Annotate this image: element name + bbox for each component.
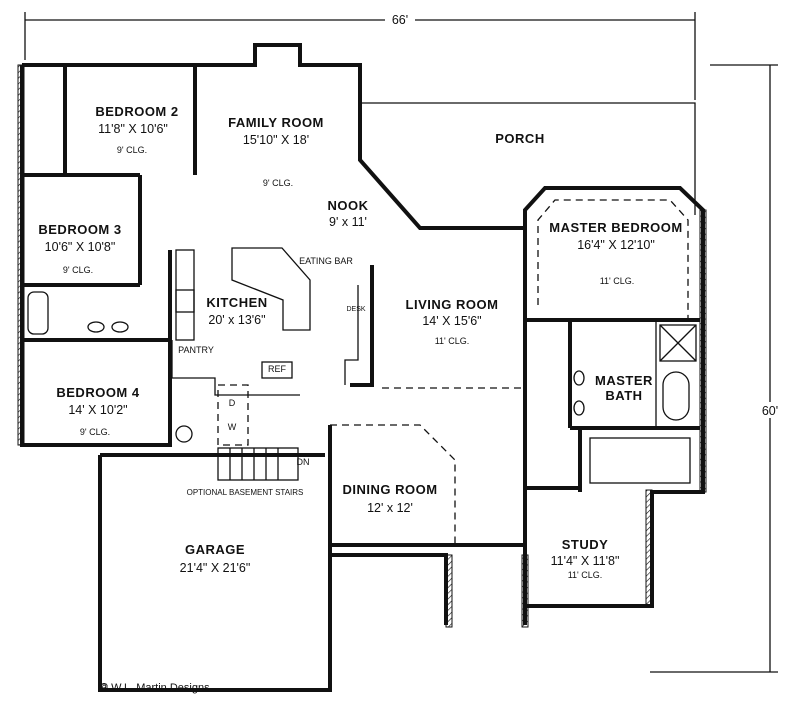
room-garage: GARAGE 21'4" X 21'6" <box>180 542 251 575</box>
room-name: NOOK <box>328 198 369 213</box>
room-size: 11'4" X 11'8" <box>551 554 620 568</box>
room-master-bath: MASTER BATH <box>595 373 653 403</box>
dryer-label: D <box>229 398 236 408</box>
room-dining-room: DINING ROOM 12' x 12' <box>342 482 437 515</box>
room-ceiling: 11' CLG. <box>435 336 470 346</box>
width-dimension: 66' <box>24 12 696 100</box>
room-bedroom-4: BEDROOM 4 14' X 10'2" 9' CLG. <box>56 385 140 437</box>
room-size: 14' X 15'6" <box>422 314 481 328</box>
desk-label: DESK <box>346 306 365 313</box>
room-nook: NOOK 9' x 11' <box>328 198 369 229</box>
room-ceiling: 11' CLG. <box>568 570 603 580</box>
room-name: GARAGE <box>185 542 245 557</box>
room-size: 9' x 11' <box>329 215 367 229</box>
pantry-label: PANTRY <box>178 345 214 355</box>
room-porch: PORCH <box>495 131 544 146</box>
depth-label: 60' <box>762 404 778 418</box>
room-size: 20' x 13'6" <box>208 313 265 327</box>
walls <box>20 43 705 692</box>
basement-stairs <box>217 447 299 481</box>
room-size: 16'4" X 12'10" <box>577 238 655 252</box>
basement-stairs-label: OPTIONAL BASEMENT STAIRS <box>187 488 304 497</box>
room-family-room: FAMILY ROOM 15'10" X 18' 9' CLG. <box>228 115 324 188</box>
room-name: LIVING ROOM <box>406 297 499 312</box>
room-size: 21'4" X 21'6" <box>180 561 251 575</box>
room-ceiling: 9' CLG. <box>263 178 293 188</box>
washer-label: W <box>228 422 237 432</box>
width-label: 66' <box>392 13 408 27</box>
copyright: © W.L. Martin Designs <box>100 682 210 694</box>
room-kitchen: KITCHEN 20' x 13'6" <box>206 295 267 327</box>
room-ceiling: 9' CLG. <box>63 265 93 275</box>
room-ceiling: 9' CLG. <box>117 145 147 155</box>
room-master-bedroom: MASTER BEDROOM 16'4" X 12'10" 11' CLG. <box>549 220 682 286</box>
room-size: 14' X 10'2" <box>68 403 127 417</box>
room-living-room: LIVING ROOM 14' X 15'6" 11' CLG. <box>406 297 499 346</box>
room-ceiling: 11' CLG. <box>600 276 635 286</box>
room-bedroom-2: BEDROOM 2 11'8" X 10'6" 9' CLG. <box>95 104 178 155</box>
room-name-line1: MASTER <box>595 373 653 388</box>
room-name: FAMILY ROOM <box>228 115 324 130</box>
room-name: MASTER BEDROOM <box>549 220 682 235</box>
down-label: DN <box>297 457 310 467</box>
room-size: 15'10" X 18' <box>243 133 309 147</box>
room-name-line2: BATH <box>605 388 642 403</box>
depth-dimension: 60' <box>650 64 782 673</box>
room-study: STUDY 11'4" X 11'8" 11' CLG. <box>551 537 620 580</box>
room-name: BEDROOM 3 <box>38 222 121 237</box>
room-size: 12' x 12' <box>367 501 413 515</box>
ref-label: REF <box>268 364 287 374</box>
room-name: STUDY <box>562 537 609 552</box>
room-name: KITCHEN <box>206 295 267 310</box>
eating-bar-label: EATING BAR <box>299 256 353 266</box>
room-name: BEDROOM 2 <box>95 104 178 119</box>
room-name: DINING ROOM <box>342 482 437 497</box>
room-size: 10'6" X 10'8" <box>45 240 116 254</box>
room-size: 11'8" X 10'6" <box>98 122 168 136</box>
room-bedroom-3: BEDROOM 3 10'6" X 10'8" 9' CLG. <box>38 222 121 275</box>
room-ceiling: 9' CLG. <box>80 427 110 437</box>
room-name: BEDROOM 4 <box>56 385 140 400</box>
